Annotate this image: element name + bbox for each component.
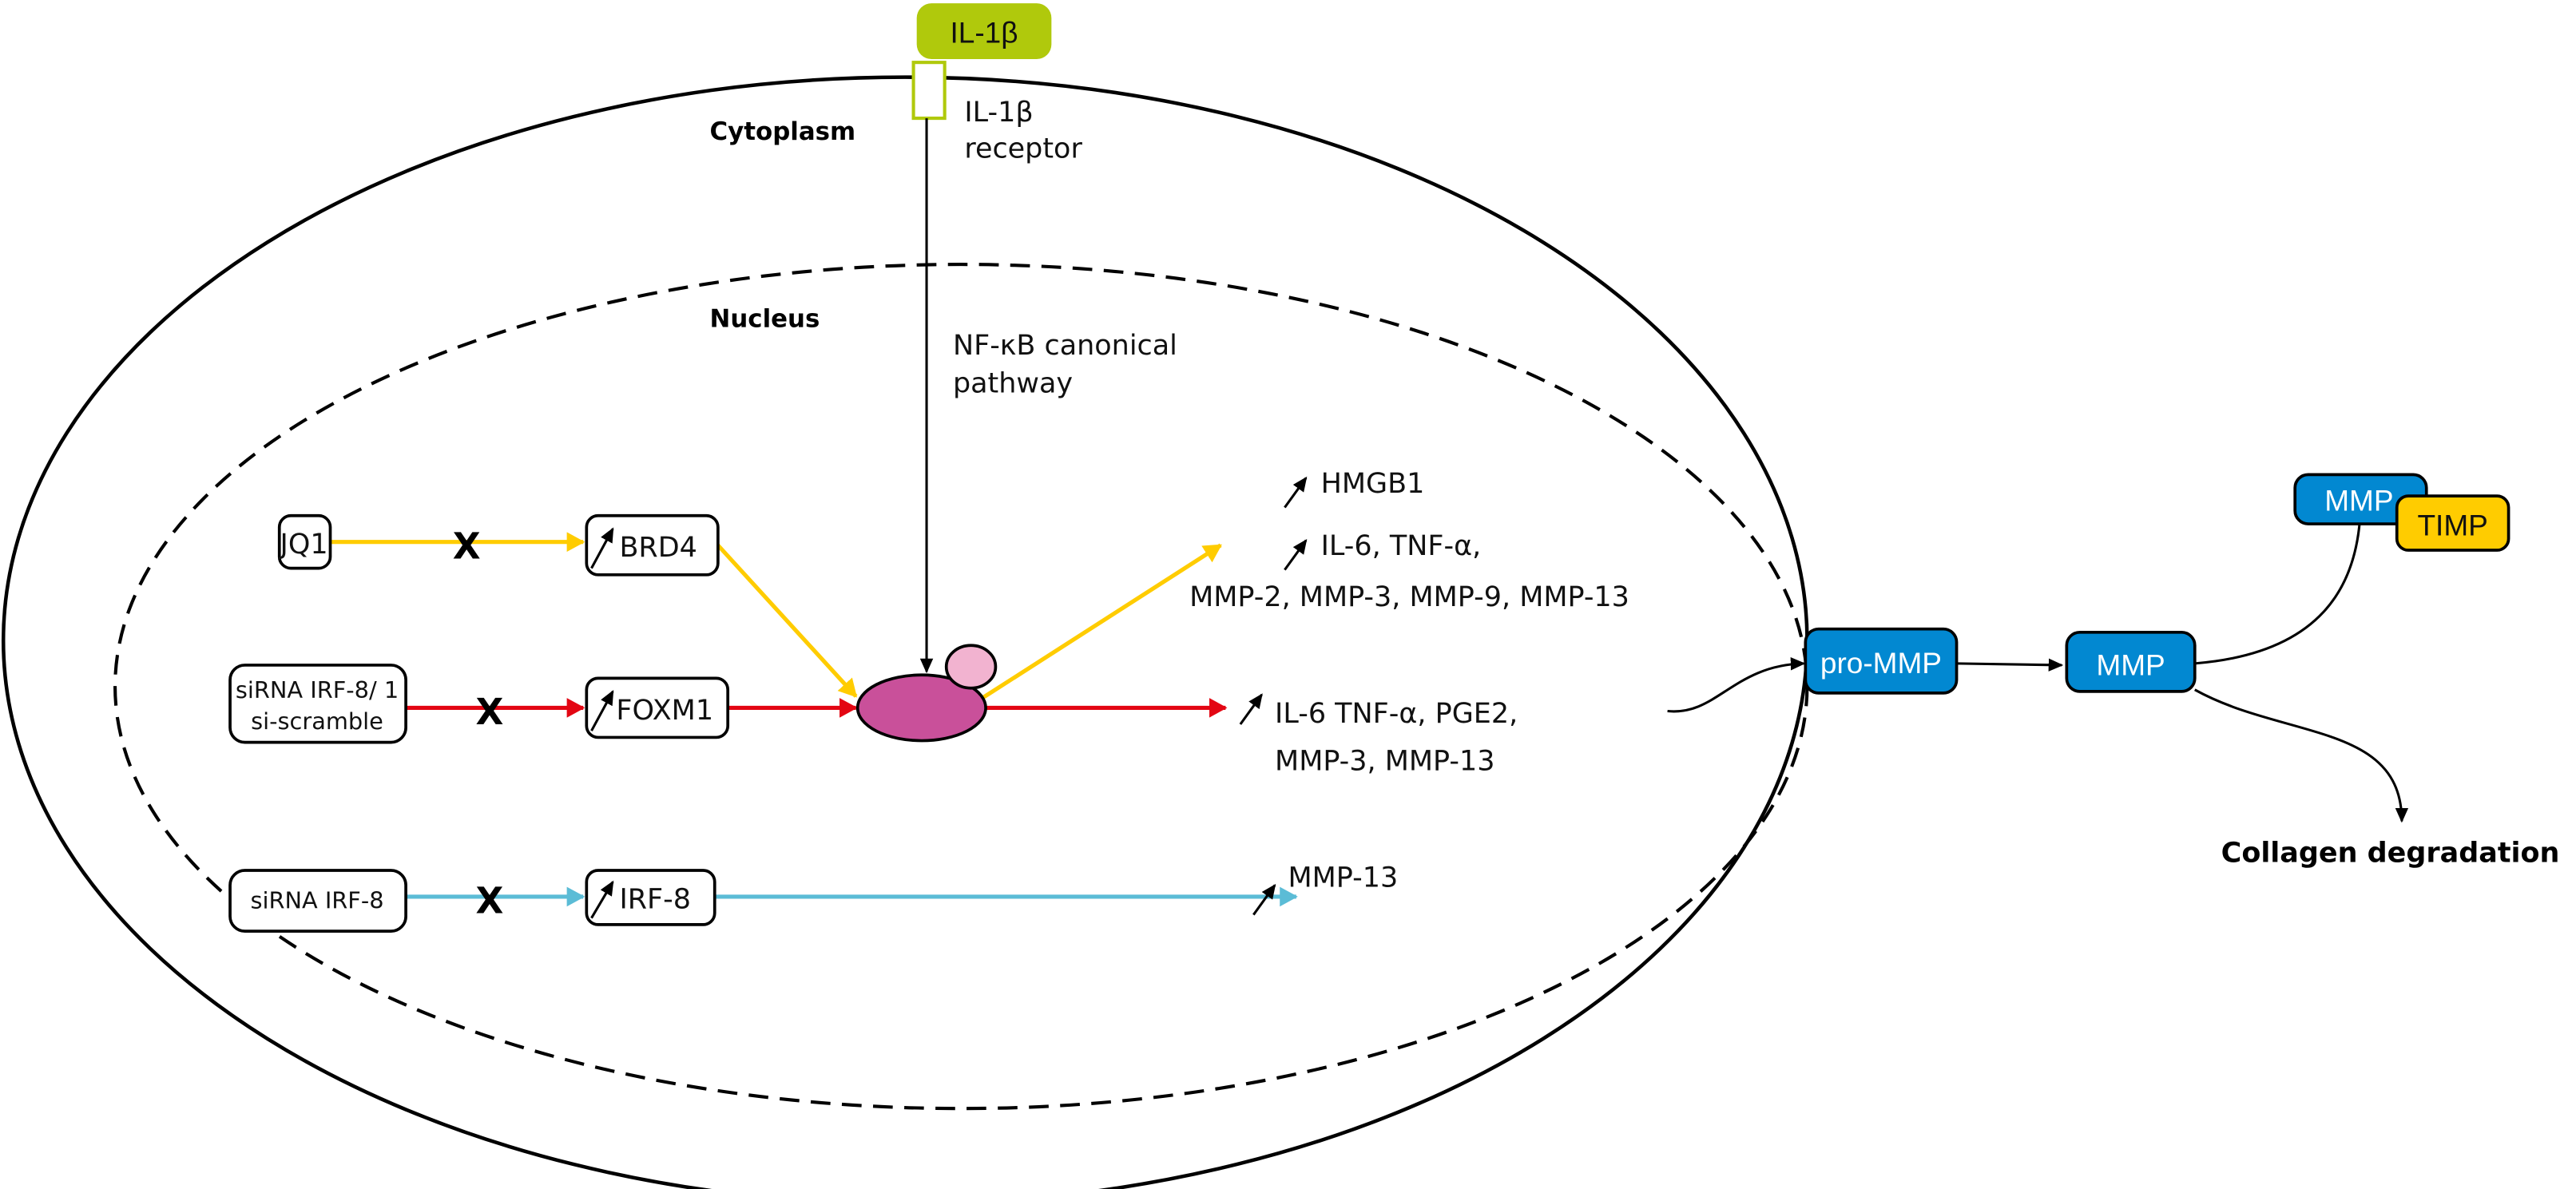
foxm1-label: FOXM1 xyxy=(616,695,713,727)
jq1-box xyxy=(277,513,332,570)
receptor-label-2: receptor xyxy=(964,133,1082,164)
complex-yellow-output-arrow xyxy=(981,543,1222,700)
sirna-irf8-box xyxy=(228,869,407,933)
irf8-label: IRF-8 xyxy=(619,883,691,915)
il1b-label: IL-1β xyxy=(951,15,1018,49)
irf8-box: IRF-8 xyxy=(585,869,716,926)
block-x-icon: X xyxy=(476,691,504,733)
output-hmgb1: HMGB1 xyxy=(1321,468,1425,500)
il1b-ligand xyxy=(916,3,1052,60)
upregulation-arrow-icon xyxy=(590,690,614,731)
output-cyan-1: MMP-13 xyxy=(1288,862,1399,894)
upregulation-arrow-icon xyxy=(1284,476,1308,509)
sirna-foxm1-label-2: si-scramble xyxy=(251,707,383,735)
block-x-icon: X xyxy=(476,879,504,921)
foxm1-box: FOXM1 xyxy=(585,676,730,739)
upregulation-arrow-icon xyxy=(1239,693,1263,725)
secretion-arrow xyxy=(1667,657,1806,713)
timp-box xyxy=(2395,494,2511,552)
pro-mmp-label: pro-MMP xyxy=(1820,646,1942,680)
output-yellow-1: IL-6, TNF-α, xyxy=(1321,530,1482,562)
nfkb-subunit xyxy=(944,644,998,690)
receptor-label-1: IL-1β xyxy=(964,97,1033,129)
collagen-degradation-label: Collagen degradation xyxy=(2221,838,2560,870)
upregulation-arrow-icon xyxy=(590,880,614,919)
pathway-label-1: NF-κB canonical xyxy=(953,330,1177,362)
cell-membrane xyxy=(2,75,1809,1189)
sirna-irf8-label: siRNA IRF-8 xyxy=(250,886,383,914)
sirna-foxm1-box xyxy=(228,664,407,744)
nucleus-label: Nucleus xyxy=(710,304,820,333)
block-x-icon: X xyxy=(453,525,481,567)
il1b-receptor xyxy=(911,61,947,121)
output-red-1: IL-6 TNF-α, PGE2, xyxy=(1275,698,1518,730)
timp-label: TIMP xyxy=(2417,508,2487,541)
output-yellow-2: MMP-2, MMP-3, MMP-9, MMP-13 xyxy=(1189,581,1629,613)
pathway-label-2: pathway xyxy=(953,368,1073,400)
activation-arrow xyxy=(1956,658,2064,672)
output-red-2: MMP-3, MMP-13 xyxy=(1275,746,1494,778)
brd4-label: BRD4 xyxy=(619,532,697,564)
nfkb-complex xyxy=(855,673,987,743)
brd4-box: BRD4 xyxy=(585,513,720,577)
sirna-foxm1-label-1: siRNA IRF-8/ 1 xyxy=(236,676,399,703)
upregulation-arrow-icon xyxy=(1252,883,1276,916)
jq1-label: JQ1 xyxy=(279,529,328,561)
upregulation-arrow-icon xyxy=(1284,538,1308,571)
collagen-arrow xyxy=(2194,688,2409,823)
mmp-label: MMP xyxy=(2096,648,2165,681)
brd4-complex-arrow xyxy=(716,544,858,698)
pro-mmp-box xyxy=(1804,627,1959,695)
mmp-complex-label: MMP xyxy=(2324,484,2393,517)
upregulation-arrow-icon xyxy=(590,527,614,569)
mmp-timp-arrow xyxy=(2194,497,2368,665)
cytoplasm-label: Cytoplasm xyxy=(710,117,856,146)
mmp-box xyxy=(2065,630,2197,693)
